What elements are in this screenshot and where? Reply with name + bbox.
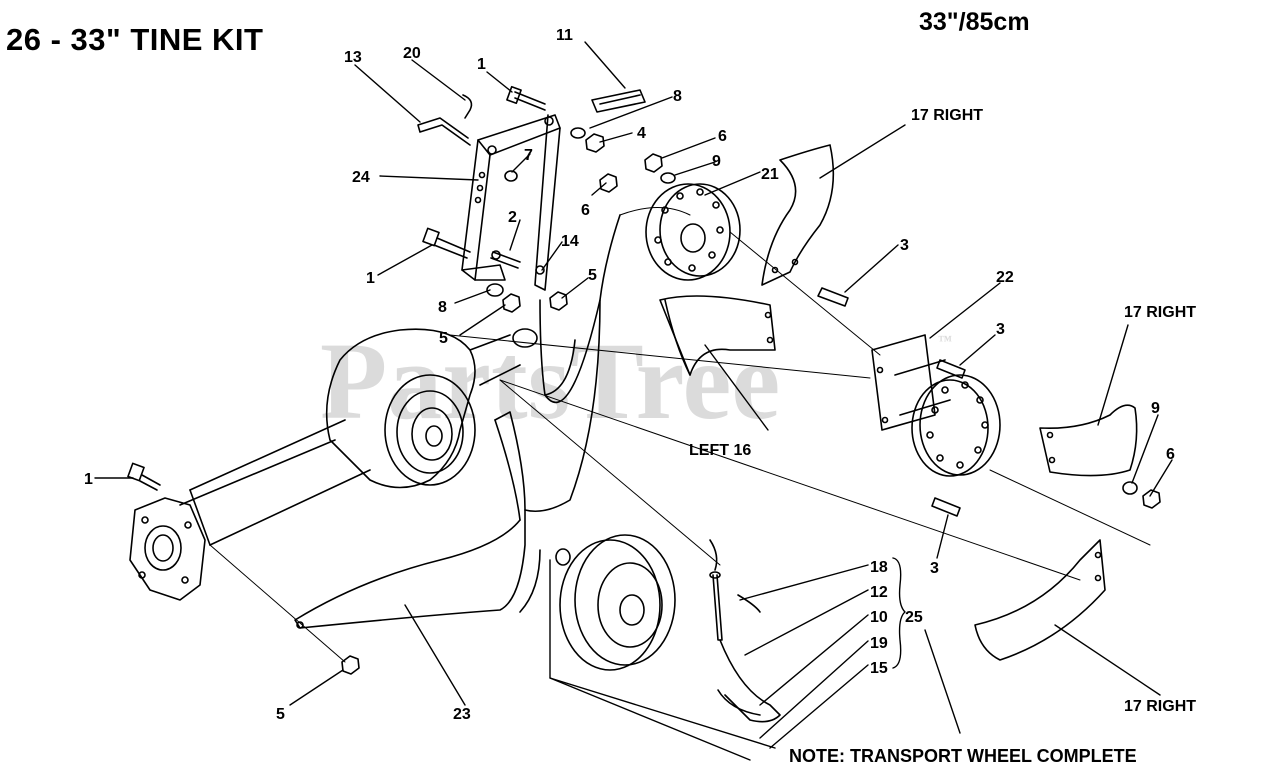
callout-9-a: 9	[712, 153, 721, 170]
callout-15: 15	[870, 660, 888, 677]
callout-11: 11	[556, 27, 573, 44]
tine-hub-22	[871, 334, 1001, 477]
callout-18: 18	[870, 559, 888, 576]
callout-17-right-c: 17 RIGHT	[1124, 698, 1196, 715]
callout-6-b: 6	[581, 202, 590, 219]
callout-10: 10	[870, 609, 888, 626]
tine-17-right-lower	[974, 539, 1106, 661]
callout-21: 21	[761, 166, 779, 183]
callout-1-left: 1	[84, 471, 93, 488]
callout-24: 24	[352, 169, 370, 186]
callout-8-top: 8	[673, 88, 682, 105]
callout-22: 22	[996, 269, 1014, 286]
callout-16-left: LEFT 16	[689, 442, 751, 459]
callout-leaders	[94, 41, 1173, 761]
callout-23: 23	[453, 706, 471, 723]
watermark: PartsTree	[320, 320, 780, 442]
callout-1-top: 1	[477, 56, 486, 73]
callout-6-a: 6	[718, 128, 727, 145]
shaft-centerlines	[209, 207, 1151, 663]
callout-5-c: 5	[276, 706, 285, 723]
callout-2: 2	[508, 209, 517, 226]
kit-title: 26 - 33" TINE KIT	[6, 22, 264, 57]
tiller-gearbox-housing	[129, 328, 538, 601]
tine-shield-outline	[524, 214, 718, 571]
tine-hub-21	[645, 183, 741, 281]
callout-19: 19	[870, 635, 888, 652]
callout-1-mid: 1	[366, 270, 375, 287]
tine-17-right-middle	[1039, 404, 1138, 477]
callout-8-mid: 8	[438, 299, 447, 316]
callout-12: 12	[870, 584, 888, 601]
callout-13: 13	[344, 49, 362, 66]
watermark-trademark: ™	[938, 334, 952, 349]
callout-labels: 11 13 20 1 8 4 6 9 7 24 21 17 RIGHT 6 2 …	[84, 27, 1196, 723]
callout-14: 14	[561, 233, 579, 250]
callout-4: 4	[637, 125, 646, 142]
callout-25: 25	[905, 609, 923, 626]
tine-16-left	[659, 295, 776, 376]
callout-5-b: 5	[439, 330, 448, 347]
callout-9-b: 9	[1151, 400, 1160, 417]
depth-bar-23	[294, 411, 541, 629]
size-label: 33"/85cm	[919, 8, 1030, 36]
callout-3-b: 3	[996, 321, 1005, 338]
transport-wheel-note: NOTE: TRANSPORT WHEEL COMPLETE	[789, 746, 1137, 766]
callout-6-c: 6	[1166, 446, 1175, 463]
callout-5-a: 5	[588, 267, 597, 284]
callout-17-right-a: 17 RIGHT	[911, 107, 983, 124]
hardware-bolts	[127, 85, 1161, 675]
callout-20: 20	[403, 45, 421, 62]
callout-7: 7	[524, 147, 533, 164]
callout-3-c: 3	[930, 560, 939, 577]
tine-17-upper	[761, 144, 835, 286]
drag-bar-bracket	[461, 114, 561, 291]
callout-17-right-b: 17 RIGHT	[1124, 304, 1196, 321]
transport-wheel	[555, 534, 781, 723]
callout-3-a: 3	[900, 237, 909, 254]
